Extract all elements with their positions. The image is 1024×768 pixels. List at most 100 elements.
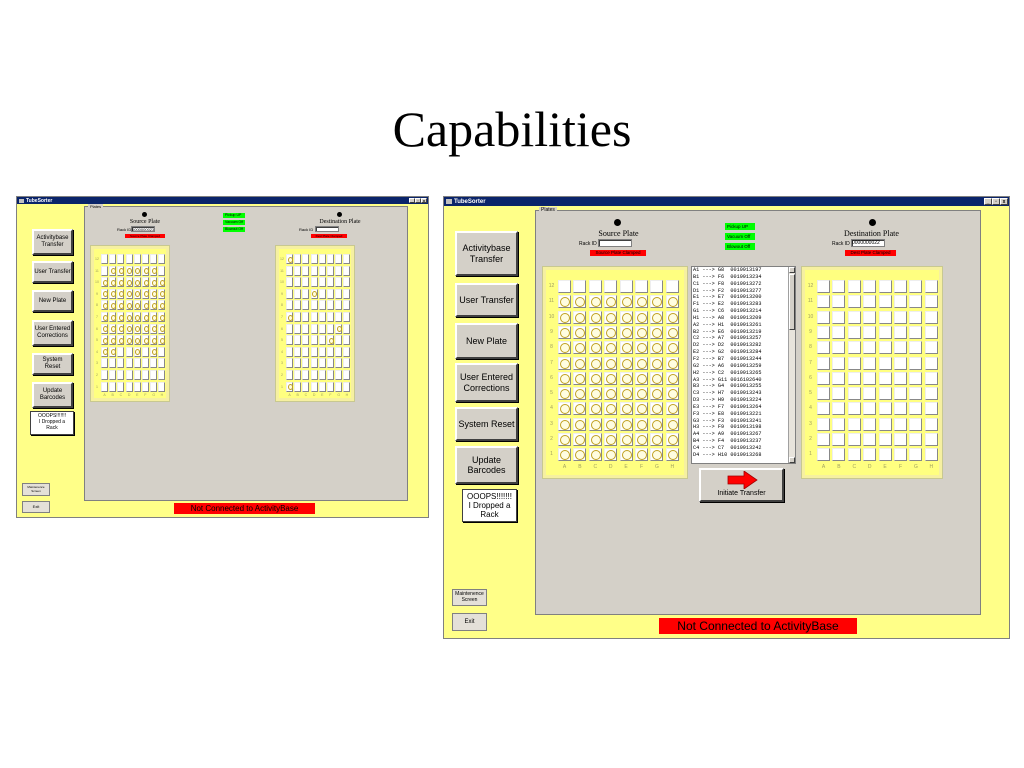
well-empty[interactable] [817, 448, 830, 462]
well-with-tube[interactable] [558, 356, 571, 370]
well-empty[interactable] [817, 356, 830, 370]
well-with-tube[interactable] [558, 295, 571, 309]
well-empty[interactable] [817, 402, 830, 416]
well-with-tube[interactable] [588, 417, 602, 431]
well-empty[interactable] [878, 295, 892, 309]
well-empty[interactable] [878, 356, 892, 370]
well-empty[interactable] [832, 341, 846, 355]
well-with-tube[interactable] [109, 335, 117, 346]
source-rack-id-field[interactable]: 0000000023 [131, 226, 155, 232]
well-empty[interactable] [158, 370, 166, 380]
well-with-tube[interactable] [635, 295, 648, 309]
well-with-tube[interactable] [150, 312, 158, 322]
well-empty[interactable] [133, 381, 141, 392]
well-with-tube[interactable] [604, 417, 618, 431]
well-empty[interactable] [832, 356, 846, 370]
well-empty[interactable] [117, 346, 125, 357]
well-empty[interactable] [924, 433, 938, 446]
well-empty[interactable] [894, 371, 907, 385]
well-empty[interactable] [863, 280, 877, 293]
well-empty[interactable] [619, 280, 633, 293]
well-empty[interactable] [909, 310, 923, 324]
transfer-list-item[interactable]: G1 ---> C6 0019913214 [693, 308, 762, 315]
well-empty[interactable] [117, 254, 125, 264]
well-empty[interactable] [817, 341, 830, 355]
transfer-list-item[interactable]: B3 ---> G4 0019913255 [693, 383, 762, 390]
well-empty[interactable] [117, 370, 125, 380]
well-empty[interactable] [327, 300, 334, 311]
well-with-tube[interactable] [558, 310, 571, 324]
well-empty[interactable] [878, 433, 892, 446]
well-with-tube[interactable] [665, 341, 679, 355]
well-empty[interactable] [335, 277, 343, 288]
well-empty[interactable] [878, 325, 892, 339]
well-empty[interactable] [817, 310, 830, 324]
maintenance-screen-button[interactable]: Maintenence Screen [452, 589, 487, 606]
well-with-tube[interactable] [650, 402, 664, 416]
well-with-tube[interactable] [619, 417, 633, 431]
maximize-button[interactable]: ▫ [415, 198, 421, 203]
transfer-list-item[interactable]: B2 ---> E6 0019913219 [693, 328, 762, 335]
well-empty[interactable] [650, 280, 664, 293]
well-empty[interactable] [924, 325, 938, 339]
well-empty[interactable] [318, 254, 326, 264]
transfer-list-item[interactable]: A2 ---> H1 0019913261 [693, 321, 762, 328]
transfer-list-item[interactable]: G3 ---> F3 0019913241 [693, 417, 762, 424]
well-empty[interactable] [302, 381, 310, 392]
well-with-tube[interactable] [619, 433, 633, 446]
well-with-tube[interactable] [150, 277, 158, 288]
well-with-tube[interactable] [101, 335, 108, 346]
well-empty[interactable] [125, 370, 133, 380]
well-with-tube[interactable] [133, 323, 141, 334]
well-empty[interactable] [335, 381, 343, 392]
well-with-tube[interactable] [310, 288, 318, 299]
well-empty[interactable] [343, 277, 351, 288]
transfer-list-item[interactable]: F2 ---> B7 0019913244 [693, 355, 762, 362]
well-with-tube[interactable] [635, 417, 648, 431]
well-empty[interactable] [335, 254, 343, 264]
well-empty[interactable] [817, 280, 830, 293]
well-empty[interactable] [158, 381, 166, 392]
well-with-tube[interactable] [142, 288, 149, 299]
user-entered-corrections-button[interactable]: User Entered Corrections [455, 363, 518, 402]
well-with-tube[interactable] [558, 417, 571, 431]
well-with-tube[interactable] [588, 371, 602, 385]
well-empty[interactable] [878, 417, 892, 431]
transfer-list-item[interactable]: A1 ---> G8 0019913197 [693, 267, 762, 273]
well-with-tube[interactable] [150, 346, 158, 357]
well-empty[interactable] [863, 402, 877, 416]
well-with-tube[interactable] [619, 341, 633, 355]
transfer-list-item[interactable]: E2 ---> G2 0019913284 [693, 349, 762, 356]
well-empty[interactable] [109, 358, 117, 369]
well-with-tube[interactable] [604, 295, 618, 309]
well-empty[interactable] [294, 288, 302, 299]
well-with-tube[interactable] [101, 346, 108, 357]
well-empty[interactable] [310, 265, 318, 276]
transfer-list-item[interactable]: C2 ---> A7 0019913257 [693, 335, 762, 342]
well-empty[interactable] [604, 280, 618, 293]
transfer-list-item[interactable]: B1 ---> F6 0019913234 [693, 273, 762, 280]
well-with-tube[interactable] [588, 341, 602, 355]
well-empty[interactable] [318, 265, 326, 276]
well-empty[interactable] [327, 323, 334, 334]
well-empty[interactable] [863, 325, 877, 339]
well-empty[interactable] [817, 433, 830, 446]
well-with-tube[interactable] [109, 346, 117, 357]
well-empty[interactable] [863, 371, 877, 385]
well-empty[interactable] [817, 417, 830, 431]
well-with-tube[interactable] [619, 402, 633, 416]
well-empty[interactable] [832, 417, 846, 431]
transfer-list-scrollbar[interactable] [788, 267, 795, 463]
well-with-tube[interactable] [142, 265, 149, 276]
well-with-tube[interactable] [588, 433, 602, 446]
well-empty[interactable] [909, 280, 923, 293]
well-empty[interactable] [327, 277, 334, 288]
well-empty[interactable] [125, 358, 133, 369]
well-with-tube[interactable] [604, 325, 618, 339]
close-button[interactable]: x [421, 198, 427, 203]
well-with-tube[interactable] [150, 288, 158, 299]
transfer-list-item[interactable]: D4 ---> H10 0019913268 [693, 451, 762, 458]
well-empty[interactable] [310, 335, 318, 346]
well-empty[interactable] [665, 280, 679, 293]
well-empty[interactable] [294, 300, 302, 311]
